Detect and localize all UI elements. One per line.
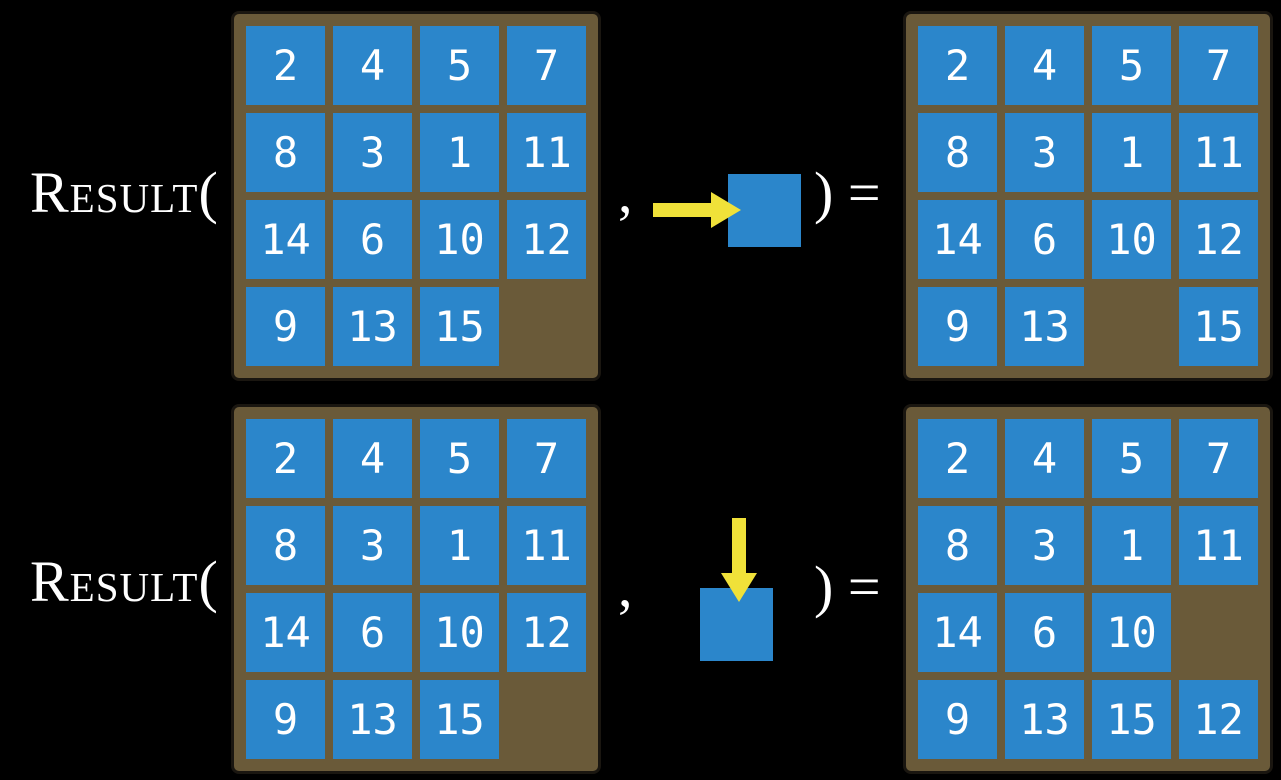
result-function-label-1: Result( — [30, 160, 219, 225]
tile-2: 2 — [246, 26, 325, 105]
tile-9: 9 — [918, 287, 997, 366]
tile-15: 15 — [420, 680, 499, 759]
tile-8: 8 — [246, 113, 325, 192]
tile-11: 11 — [1179, 113, 1258, 192]
tile-13: 13 — [333, 680, 412, 759]
tile-5: 5 — [420, 26, 499, 105]
tile-5: 5 — [1092, 419, 1171, 498]
tile-11: 11 — [507, 506, 586, 585]
tile-2: 2 — [918, 26, 997, 105]
tile-12: 12 — [1179, 680, 1258, 759]
tile-4: 4 — [1005, 419, 1084, 498]
tile-13: 13 — [1005, 287, 1084, 366]
tile-10: 10 — [1092, 593, 1171, 672]
right-arrow-icon — [653, 192, 741, 228]
tile-12: 12 — [507, 593, 586, 672]
tile-9: 9 — [246, 287, 325, 366]
tile-11: 11 — [507, 113, 586, 192]
tile-15: 15 — [1179, 287, 1258, 366]
tile-11: 11 — [1179, 506, 1258, 585]
tile-1: 1 — [1092, 113, 1171, 192]
tile-3: 3 — [1005, 506, 1084, 585]
tile-14: 14 — [246, 200, 325, 279]
action-tile-2 — [700, 588, 773, 661]
tile-4: 4 — [1005, 26, 1084, 105]
tile-1: 1 — [1092, 506, 1171, 585]
tile-6: 6 — [1005, 200, 1084, 279]
blank-cell — [507, 287, 586, 366]
tile-15: 15 — [1092, 680, 1171, 759]
tile-1: 1 — [420, 113, 499, 192]
blank-cell — [1092, 287, 1171, 366]
tile-8: 8 — [918, 113, 997, 192]
down-arrow-icon — [721, 518, 757, 602]
tile-2: 2 — [246, 419, 325, 498]
tile-9: 9 — [246, 680, 325, 759]
action-tile-1 — [728, 174, 801, 247]
tile-6: 6 — [333, 593, 412, 672]
tile-10: 10 — [420, 593, 499, 672]
tile-14: 14 — [918, 593, 997, 672]
tile-1: 1 — [420, 506, 499, 585]
tile-10: 10 — [420, 200, 499, 279]
tile-13: 13 — [333, 287, 412, 366]
tile-7: 7 — [507, 26, 586, 105]
tile-3: 3 — [333, 113, 412, 192]
tile-2: 2 — [918, 419, 997, 498]
tile-5: 5 — [420, 419, 499, 498]
tile-12: 12 — [507, 200, 586, 279]
comma-2: , — [618, 554, 633, 619]
tile-4: 4 — [333, 419, 412, 498]
tile-7: 7 — [1179, 26, 1258, 105]
tile-8: 8 — [246, 506, 325, 585]
tile-12: 12 — [1179, 200, 1258, 279]
tile-5: 5 — [1092, 26, 1171, 105]
tile-7: 7 — [507, 419, 586, 498]
comma-1: , — [618, 160, 633, 225]
tile-7: 7 — [1179, 419, 1258, 498]
blank-cell — [1179, 593, 1258, 672]
tile-8: 8 — [918, 506, 997, 585]
tile-3: 3 — [333, 506, 412, 585]
tile-6: 6 — [1005, 593, 1084, 672]
tile-14: 14 — [918, 200, 997, 279]
blank-cell — [507, 680, 586, 759]
tile-6: 6 — [333, 200, 412, 279]
close-paren-equals-1: ) = — [814, 160, 881, 225]
tile-14: 14 — [246, 593, 325, 672]
tile-4: 4 — [333, 26, 412, 105]
tile-15: 15 — [420, 287, 499, 366]
result-function-label-2: Result( — [30, 549, 219, 614]
tile-13: 13 — [1005, 680, 1084, 759]
tile-10: 10 — [1092, 200, 1171, 279]
tile-9: 9 — [918, 680, 997, 759]
tile-3: 3 — [1005, 113, 1084, 192]
close-paren-equals-2: ) = — [814, 554, 881, 619]
